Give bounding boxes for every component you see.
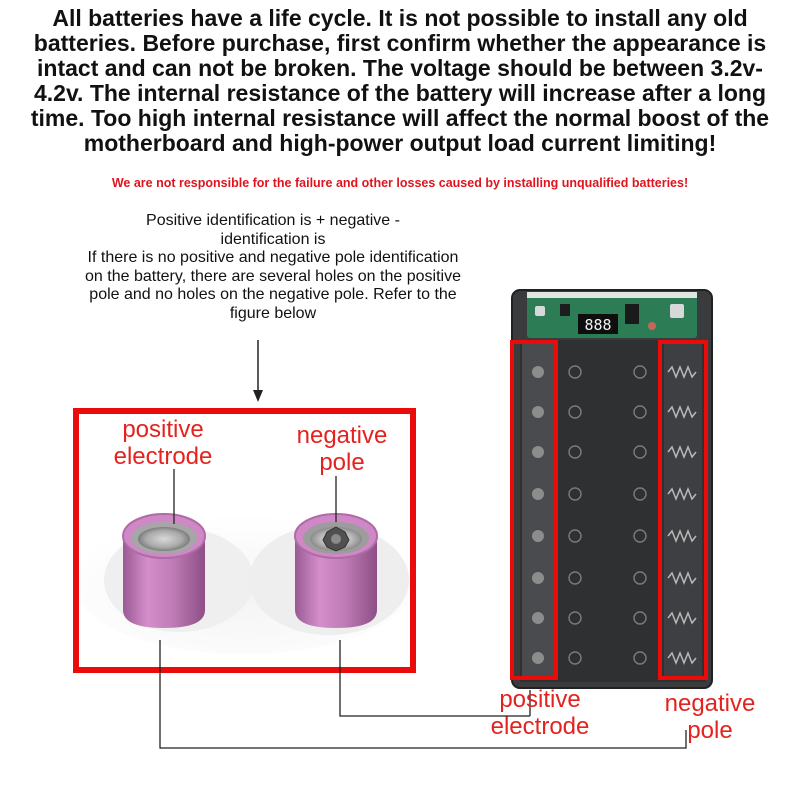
negative-battery-illustration: [294, 513, 378, 628]
led-display-digits: 888: [584, 316, 611, 334]
disclaimer-text: We are not responsible for the failure a…: [111, 176, 689, 190]
photo-positive-label: positive electrode: [113, 416, 213, 470]
identification-line-3: If there is no positive and negative pol…: [85, 249, 461, 322]
headline-text: All batteries have a life cycle. It is n…: [30, 5, 770, 156]
battery-photo-box: [73, 408, 416, 673]
identification-line-1: Positive identification is + negative -: [146, 212, 400, 229]
device-negative-label: negative pole: [664, 690, 756, 744]
positive-battery-illustration: [122, 513, 206, 628]
battery-photo: [79, 414, 410, 667]
identification-text: Positive identification is + negative - …: [78, 212, 468, 323]
identification-line-2: identification is: [220, 230, 326, 248]
negative-springs: [664, 344, 702, 676]
led-display: [578, 314, 618, 334]
positive-contacts: [522, 344, 554, 676]
usb-port-icon: [535, 306, 545, 316]
power-button-icon: [648, 322, 656, 330]
device-positive-label: positive electrode: [490, 686, 590, 740]
photo-negative-label: negative pole: [296, 422, 388, 476]
